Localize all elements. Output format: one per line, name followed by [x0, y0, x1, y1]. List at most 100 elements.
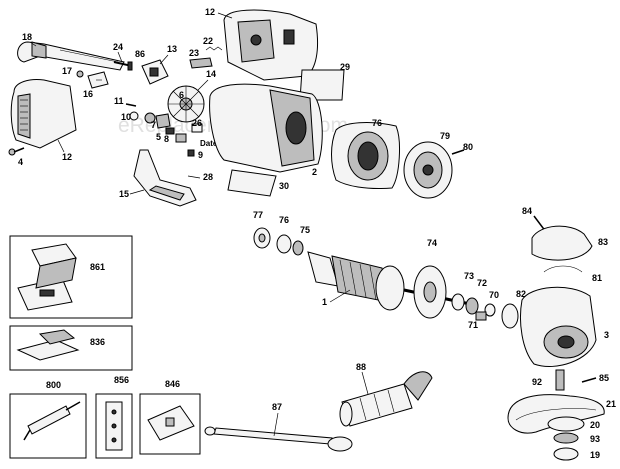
part-19-nut[interactable]	[553, 447, 579, 461]
label-856: 856	[114, 375, 129, 385]
label-23: 23	[189, 48, 199, 58]
label-29: 29	[340, 62, 350, 72]
label-92: 92	[532, 377, 542, 387]
part-4-screw-left[interactable]	[8, 147, 25, 156]
part-800-cord-box[interactable]	[9, 393, 87, 459]
label-3: 3	[604, 330, 609, 340]
label-76-lower: 76	[279, 215, 289, 225]
label-6-upper: 6	[179, 90, 184, 100]
label-93: 93	[590, 434, 600, 444]
part-5-brush[interactable]	[165, 127, 175, 135]
label-18: 18	[22, 32, 32, 42]
part-78-field[interactable]	[331, 122, 400, 189]
part-22-spring[interactable]	[205, 46, 223, 51]
label-5: 5	[156, 132, 161, 142]
part-92-spindle[interactable]	[555, 369, 565, 391]
label-84: 84	[522, 206, 532, 216]
part-72-bearing[interactable]	[465, 297, 479, 315]
part-87-spanner-wrench[interactable]	[204, 426, 353, 452]
part-16-clamp[interactable]	[87, 71, 109, 89]
label-72: 72	[477, 278, 487, 288]
label-71: 71	[468, 320, 478, 330]
part-86-pin[interactable]	[127, 61, 133, 71]
label-86: 86	[135, 49, 145, 59]
part-79-baffle[interactable]	[403, 141, 453, 199]
part-70-nut[interactable]	[484, 303, 496, 317]
part-81-spring[interactable]	[543, 265, 583, 273]
part-74-baffle[interactable]	[413, 265, 447, 319]
part-26-brush-holder[interactable]	[191, 123, 203, 133]
part-14-fan[interactable]	[167, 85, 205, 123]
part-12-rear-housing[interactable]	[10, 79, 77, 149]
part-3-gear-case[interactable]	[520, 286, 597, 368]
label-85: 85	[599, 373, 609, 383]
label-82: 82	[516, 289, 526, 299]
part-83-spindle-lock-cover[interactable]	[531, 225, 593, 261]
part-6-bearing[interactable]	[144, 112, 156, 124]
part-75-bearing[interactable]	[292, 240, 304, 256]
label-81: 81	[592, 273, 602, 283]
part-82-o-ring[interactable]	[501, 303, 519, 329]
label-80: 80	[463, 142, 473, 152]
label-83: 83	[598, 237, 608, 247]
part-73-washer[interactable]	[451, 293, 465, 311]
part-846-brush-box[interactable]	[139, 393, 201, 455]
part-2-motor-housing[interactable]	[209, 83, 323, 173]
part-836-tray-box[interactable]	[9, 325, 133, 371]
part-861-case-box[interactable]	[9, 235, 133, 319]
part-76-washer[interactable]	[276, 234, 292, 254]
label-75: 75	[300, 225, 310, 235]
label-87: 87	[272, 402, 282, 412]
label-70: 70	[489, 290, 499, 300]
part-856-label-box[interactable]	[95, 393, 133, 459]
label-16: 16	[83, 89, 93, 99]
label-28: 28	[203, 172, 213, 182]
part-8-brush[interactable]	[175, 133, 187, 143]
label-19: 19	[590, 450, 600, 460]
part-77-bearing[interactable]	[253, 227, 271, 249]
part-9-spring[interactable]	[187, 149, 195, 157]
part-20-flange[interactable]	[547, 416, 585, 432]
part-71-pinion[interactable]	[475, 311, 487, 321]
part-93-washer[interactable]	[553, 432, 579, 444]
label-12-lower: 12	[62, 152, 72, 162]
part-85-screw[interactable]	[581, 377, 597, 383]
part-13-switch[interactable]	[141, 59, 169, 85]
label-17: 17	[62, 66, 72, 76]
label-30: 30	[279, 181, 289, 191]
label-22: 22	[203, 36, 213, 46]
label-7: 7	[151, 120, 156, 130]
label-836: 836	[90, 337, 105, 347]
label-11: 11	[114, 96, 124, 106]
label-15: 15	[119, 189, 129, 199]
part-30-label[interactable]	[227, 169, 277, 197]
part-10-washer[interactable]	[129, 111, 139, 121]
part-29-label-plate[interactable]	[299, 69, 345, 101]
label-20: 20	[590, 420, 600, 430]
part-88-side-handle[interactable]	[339, 371, 433, 427]
part-1-armature[interactable]	[307, 251, 471, 311]
label-846: 846	[165, 379, 180, 389]
label-26: 26	[192, 118, 202, 128]
label-12-top: 12	[205, 7, 215, 17]
part-17-screw[interactable]	[76, 70, 84, 78]
part-11-screw[interactable]	[125, 103, 137, 107]
label-800: 800	[46, 380, 61, 390]
part-80-screw[interactable]	[451, 149, 465, 155]
label-9: 9	[198, 150, 203, 160]
label-79: 79	[440, 131, 450, 141]
label-861: 861	[90, 262, 105, 272]
part-21-guard[interactable]	[507, 394, 605, 434]
label-73: 73	[464, 271, 474, 281]
label-4-left: 4	[18, 157, 23, 167]
label-8: 8	[164, 134, 169, 144]
label-13: 13	[167, 44, 177, 54]
part-28-paddle[interactable]	[133, 149, 197, 207]
label-10: 10	[121, 112, 131, 122]
part-7-bracket[interactable]	[155, 113, 171, 129]
part-23-spring[interactable]	[189, 57, 213, 69]
label-2: 2	[312, 167, 317, 177]
label-14: 14	[206, 69, 216, 79]
label-77: 77	[253, 210, 263, 220]
